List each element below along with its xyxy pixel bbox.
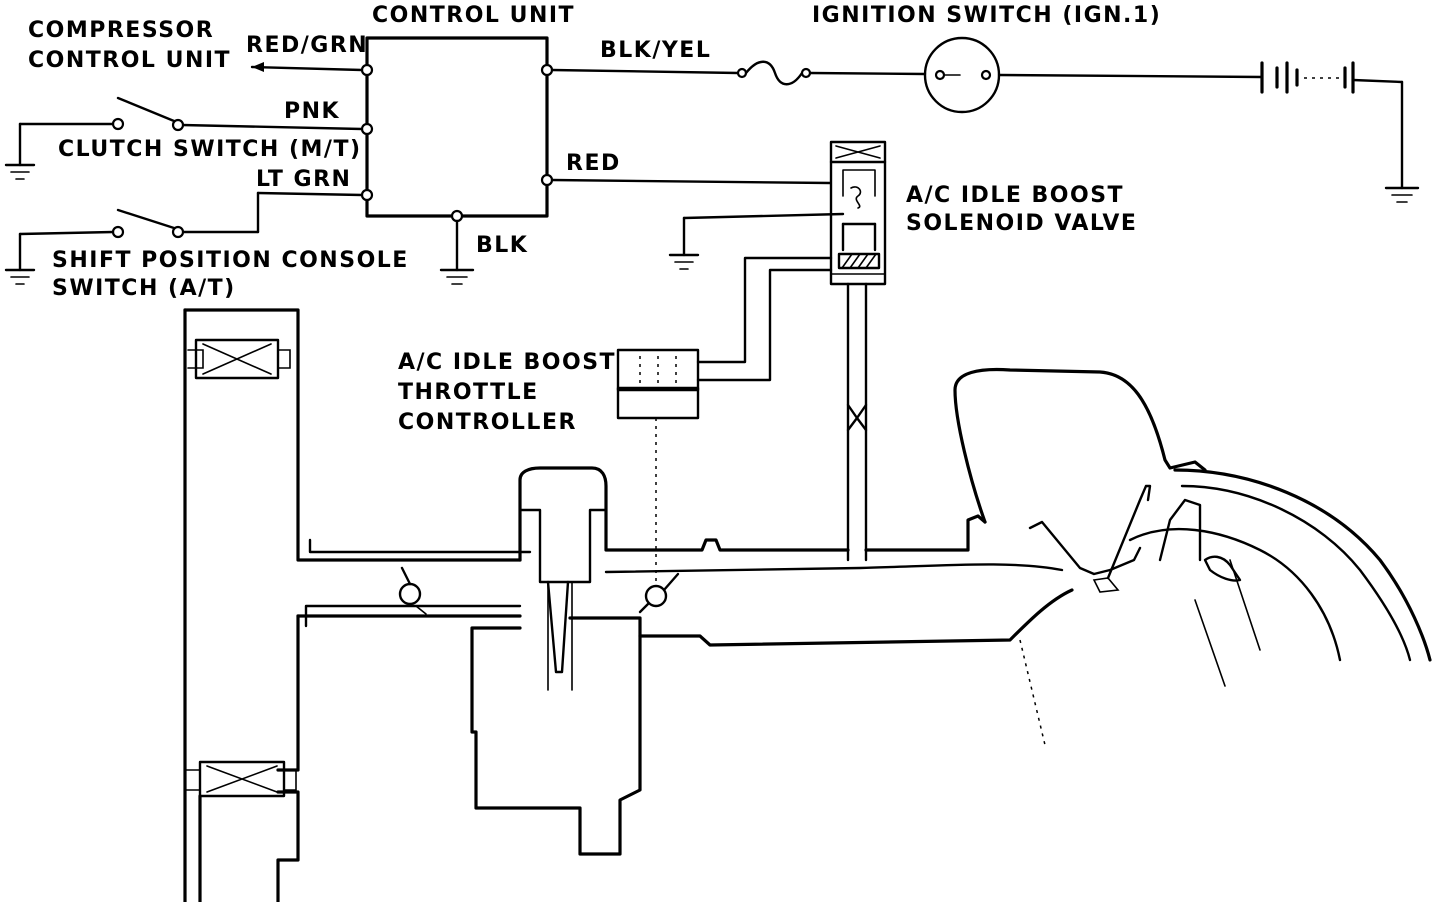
- clutch-switch-label: CLUTCH SWITCH (M/T): [58, 137, 362, 162]
- throttle-controller-label-line3: CONTROLLER: [398, 410, 577, 435]
- terminal-lt-grn: [360, 188, 374, 202]
- terminal-pnk: [360, 122, 374, 136]
- terminal-red: [540, 173, 554, 187]
- coil-icon: [850, 186, 862, 209]
- ground-control-unit: [439, 219, 475, 285]
- idle-boost-throttle-controller: [616, 348, 700, 585]
- terminal-blk-yel: [540, 63, 554, 77]
- wire-label-blk: BLK: [476, 233, 528, 258]
- throttle-controller-label-line1: A/C IDLE BOOST: [398, 350, 616, 375]
- clutch-switch: [4, 96, 364, 180]
- control-unit-label: CONTROL UNIT: [372, 3, 575, 28]
- wire-label-blk-yel: BLK/YEL: [600, 38, 711, 63]
- wire-label-pnk: PNK: [284, 99, 340, 124]
- shift-switch-label-line2: SWITCH (A/T): [52, 276, 236, 301]
- fuse-icon: [744, 60, 804, 86]
- terminal-blk: [450, 209, 464, 223]
- solenoid-valve-label-line2: SOLENOID VALVE: [906, 211, 1137, 236]
- throttle-controller-label-line2: THROTTLE: [398, 380, 539, 405]
- arrow-icon: [252, 62, 264, 72]
- intake-manifold: [304, 466, 1074, 856]
- terminal-red-grn: [360, 63, 374, 77]
- shift-switch-label-line1: SHIFT POSITION CONSOLE: [52, 248, 409, 273]
- compressor-control-unit-label-line2: CONTROL UNIT: [28, 48, 231, 73]
- wire-label-red: RED: [566, 151, 621, 176]
- compressor-control-unit-label-line1: COMPRESSOR: [28, 18, 214, 43]
- control-unit-box: [360, 36, 554, 223]
- battery-icon: [1260, 61, 1355, 94]
- throttle-plate-icon: [398, 582, 422, 606]
- wire-red-grn: [250, 62, 364, 72]
- solenoid-valve-label-line1: A/C IDLE BOOST: [906, 183, 1124, 208]
- cylinder-head: [953, 367, 1432, 746]
- vacuum-hose-solenoid: [846, 282, 868, 562]
- wire-red: [550, 178, 832, 185]
- wire-label-red-grn: RED/GRN: [246, 33, 368, 58]
- idle-boost-solenoid-valve: [668, 140, 887, 286]
- wire-label-lt-grn: LT GRN: [256, 167, 351, 192]
- shift-position-switch: [4, 191, 364, 285]
- air-cleaner-assembly: [183, 308, 522, 902]
- ignition-switch-icon: [923, 36, 1001, 114]
- ignition-switch-label: IGNITION SWITCH (IGN.1): [812, 3, 1161, 28]
- idle-valve-icon: [644, 584, 668, 608]
- vacuum-hose-throttle: [696, 256, 833, 382]
- ignition-circuit: [550, 36, 1420, 203]
